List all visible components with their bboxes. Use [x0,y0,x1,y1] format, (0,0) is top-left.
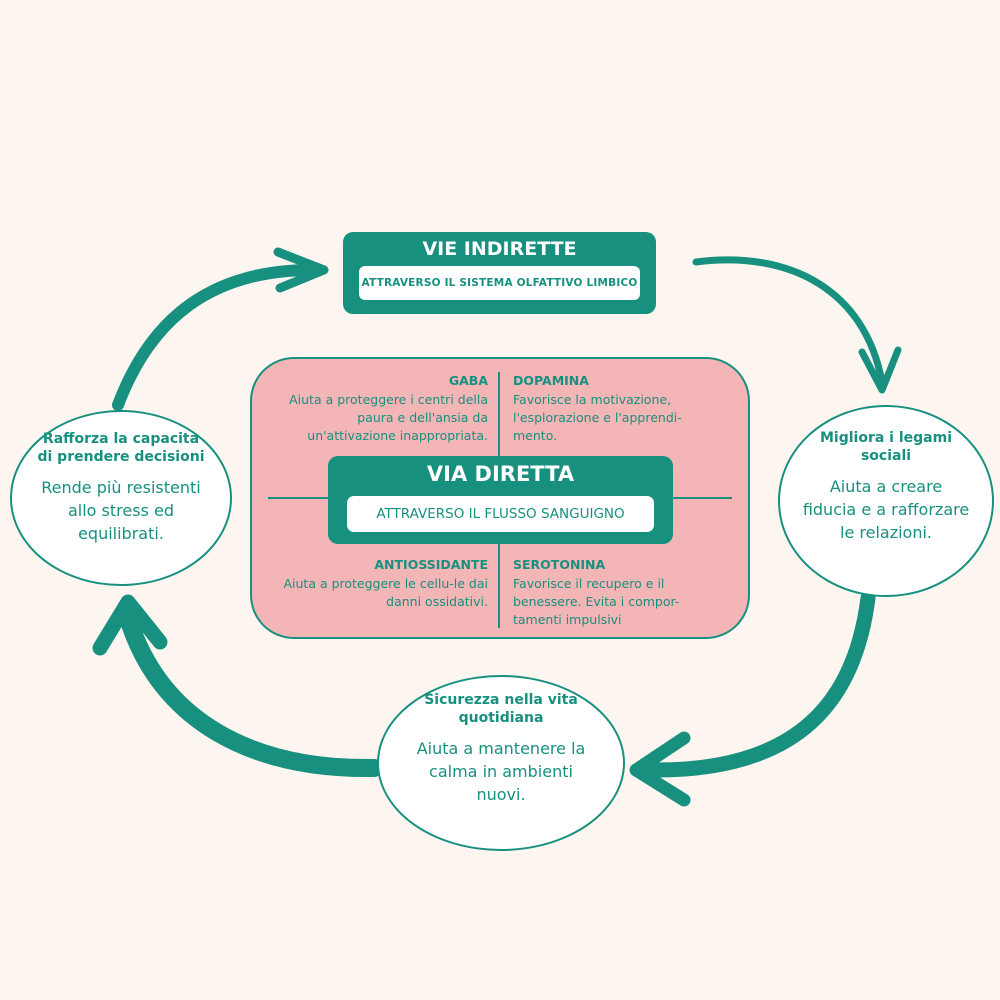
security-title: Sicurezza nella vita quotidiana [424,692,578,726]
social-text: Aiuta a creare fiducia e a rafforzare le… [802,477,970,542]
quadrant-gaba: GABA Aiuta a proteggere i centri della p… [266,372,488,445]
quadrant-dopamina: DOPAMINA Favorisce la motivazione, l'esp… [513,372,721,445]
gaba-title: GABA [448,373,488,388]
serotonina-text: Favorisce il recupero e il benessere. Ev… [513,576,680,627]
arrow-top-to-right [692,256,886,386]
arrow-left-to-top-head [273,247,329,293]
gaba-text: Aiuta a proteggere i centri della paura … [289,392,488,443]
arrow-right-to-bottom [642,590,876,778]
indirect-pathways-box: VIE INDIRETTE ATTRAVERSO IL SISTEMA OLFA… [343,232,656,314]
decisions-title: Rafforza la capacità di prendere decisio… [37,431,205,465]
decisions-text: Rende più resistenti allo stress ed equi… [41,478,201,543]
direct-subtitle: ATTRAVERSO IL FLUSSO SANGUIGNO [347,496,654,532]
arrow-top-to-right-head [858,346,902,394]
arrow-right-to-bottom-head [629,731,691,807]
dopamina-text: Favorisce la motivazione, l'esplorazione… [513,392,682,443]
serotonina-title: SEROTONINA [513,557,606,572]
indirect-subtitle: ATTRAVERSO IL SISTEMA OLFATTIVO LIMBICO [359,266,640,300]
effect-circle-decisions: Rafforza la capacità di prendere decisio… [10,410,232,586]
antiossidante-text: Aiuta a proteggere le cellu-le dai danni… [283,576,488,609]
arrow-left-to-top [112,263,324,411]
horizontal-divider-right [662,497,732,499]
arrow-bottom-to-left-head [92,594,168,656]
arrow-bottom-to-left [119,609,383,778]
quadrant-serotonina: SEROTONINA Favorisce il recupero e il be… [513,556,723,629]
effect-circle-security: Sicurezza nella vita quotidiana Aiuta a … [377,675,625,851]
dopamina-title: DOPAMINA [513,373,589,388]
direct-pathway-box: VIA DIRETTA ATTRAVERSO IL FLUSSO SANGUIG… [328,456,673,544]
effect-circle-social: Migliora i legami sociali Aiuta a creare… [778,405,994,597]
social-title: Migliora i legami sociali [819,430,952,464]
security-text: Aiuta a mantenere la calma in ambienti n… [416,739,586,804]
horizontal-divider-left [268,497,338,499]
direct-title: VIA DIRETTA [426,462,575,486]
antiossidante-title: ANTIOSSIDANTE [374,557,488,572]
quadrant-antiossidante: ANTIOSSIDANTE Aiuta a proteggere le cell… [266,556,488,611]
indirect-title: VIE INDIRETTE [422,238,577,260]
